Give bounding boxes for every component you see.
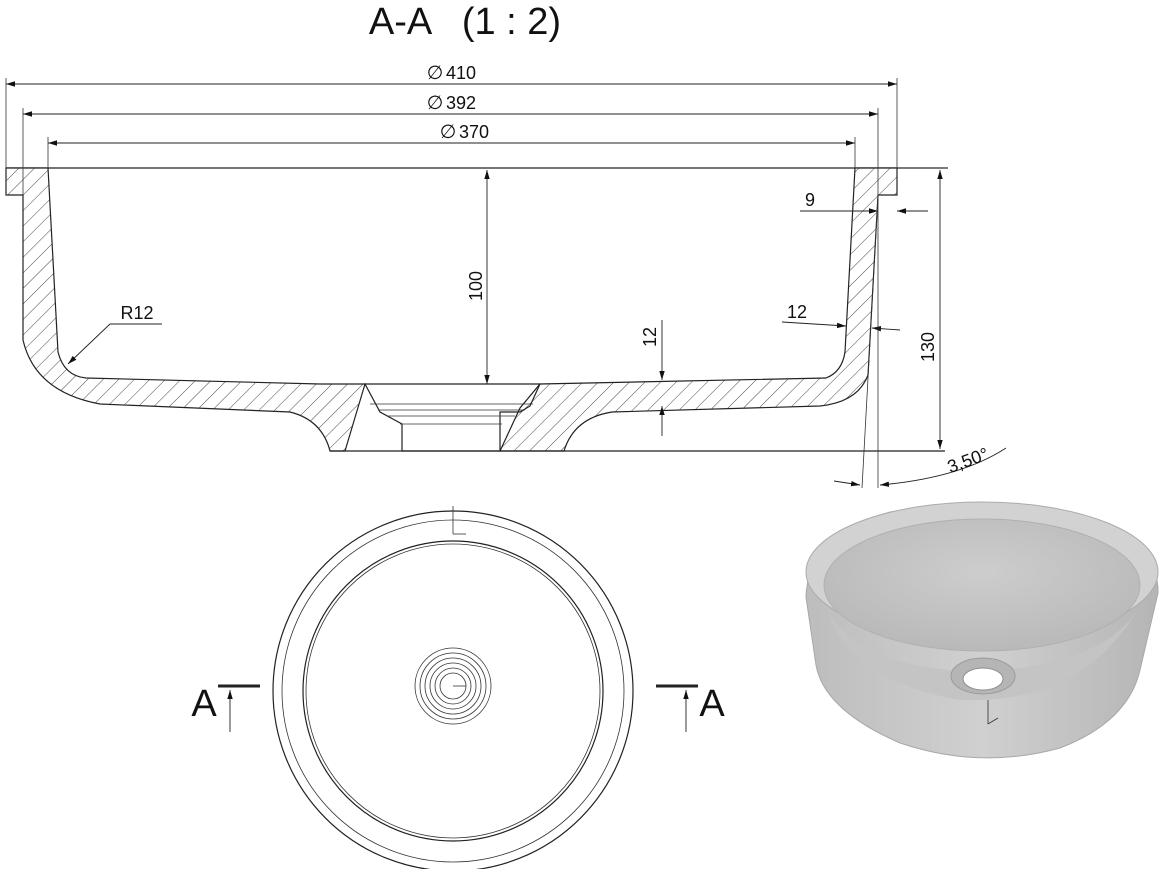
dim-12-wall-leader xyxy=(781,321,847,329)
plan-bowl-circle xyxy=(305,543,601,839)
dim-392-label: 392 xyxy=(446,93,476,113)
left-wall-section xyxy=(5,167,366,452)
plan-rim-circle xyxy=(281,519,625,863)
dim-370-symbol: ∅ xyxy=(440,122,457,143)
draft-angle-label: 3,50° xyxy=(945,444,992,477)
section-marker-left-label: A xyxy=(191,683,217,725)
drain-ring-2 xyxy=(419,652,487,720)
dim-392-symbol: ∅ xyxy=(427,93,444,114)
r12-leader xyxy=(67,323,111,365)
plan-view: A A xyxy=(191,506,725,869)
drain-insert xyxy=(363,383,541,452)
section-title: A-A (1 : 2) xyxy=(369,1,561,43)
dim-12-wall-label: 12 xyxy=(787,302,807,322)
dim-410-symbol: ∅ xyxy=(427,63,444,84)
dim-12-wall-leader-right xyxy=(871,325,901,332)
draft-arc-right xyxy=(879,447,1007,487)
section-view: A-A (1 : 2) ∅ 410 ∅ 392 ∅ 370 xyxy=(5,1,1007,489)
drain-ring-4 xyxy=(429,662,477,710)
r12-label: R12 xyxy=(120,303,153,323)
section-marker-right-label: A xyxy=(699,683,725,725)
dim-130-label: 130 xyxy=(918,332,938,362)
iso-bowl xyxy=(823,518,1141,652)
dim-12-bottom-label: 12 xyxy=(640,327,660,347)
dim-9-label: 9 xyxy=(805,190,815,210)
dim-100-label: 100 xyxy=(466,271,486,301)
plan-inner-circle xyxy=(302,540,604,842)
dim-410-label: 410 xyxy=(446,63,476,83)
iso-view xyxy=(805,501,1159,759)
draft-arc-left xyxy=(833,480,861,487)
draft-line-1 xyxy=(861,194,879,489)
drain-ring-3 xyxy=(424,657,482,715)
drain-ring-5 xyxy=(434,667,472,705)
plan-outer-circle xyxy=(272,510,634,869)
iso-axis-h xyxy=(987,717,999,725)
drain-ring-1 xyxy=(414,647,492,725)
right-wall-section xyxy=(499,167,898,452)
iso-bowl-floor xyxy=(828,612,1136,701)
dim-370-label: 370 xyxy=(459,122,489,142)
iso-drain-inner xyxy=(962,667,1004,691)
